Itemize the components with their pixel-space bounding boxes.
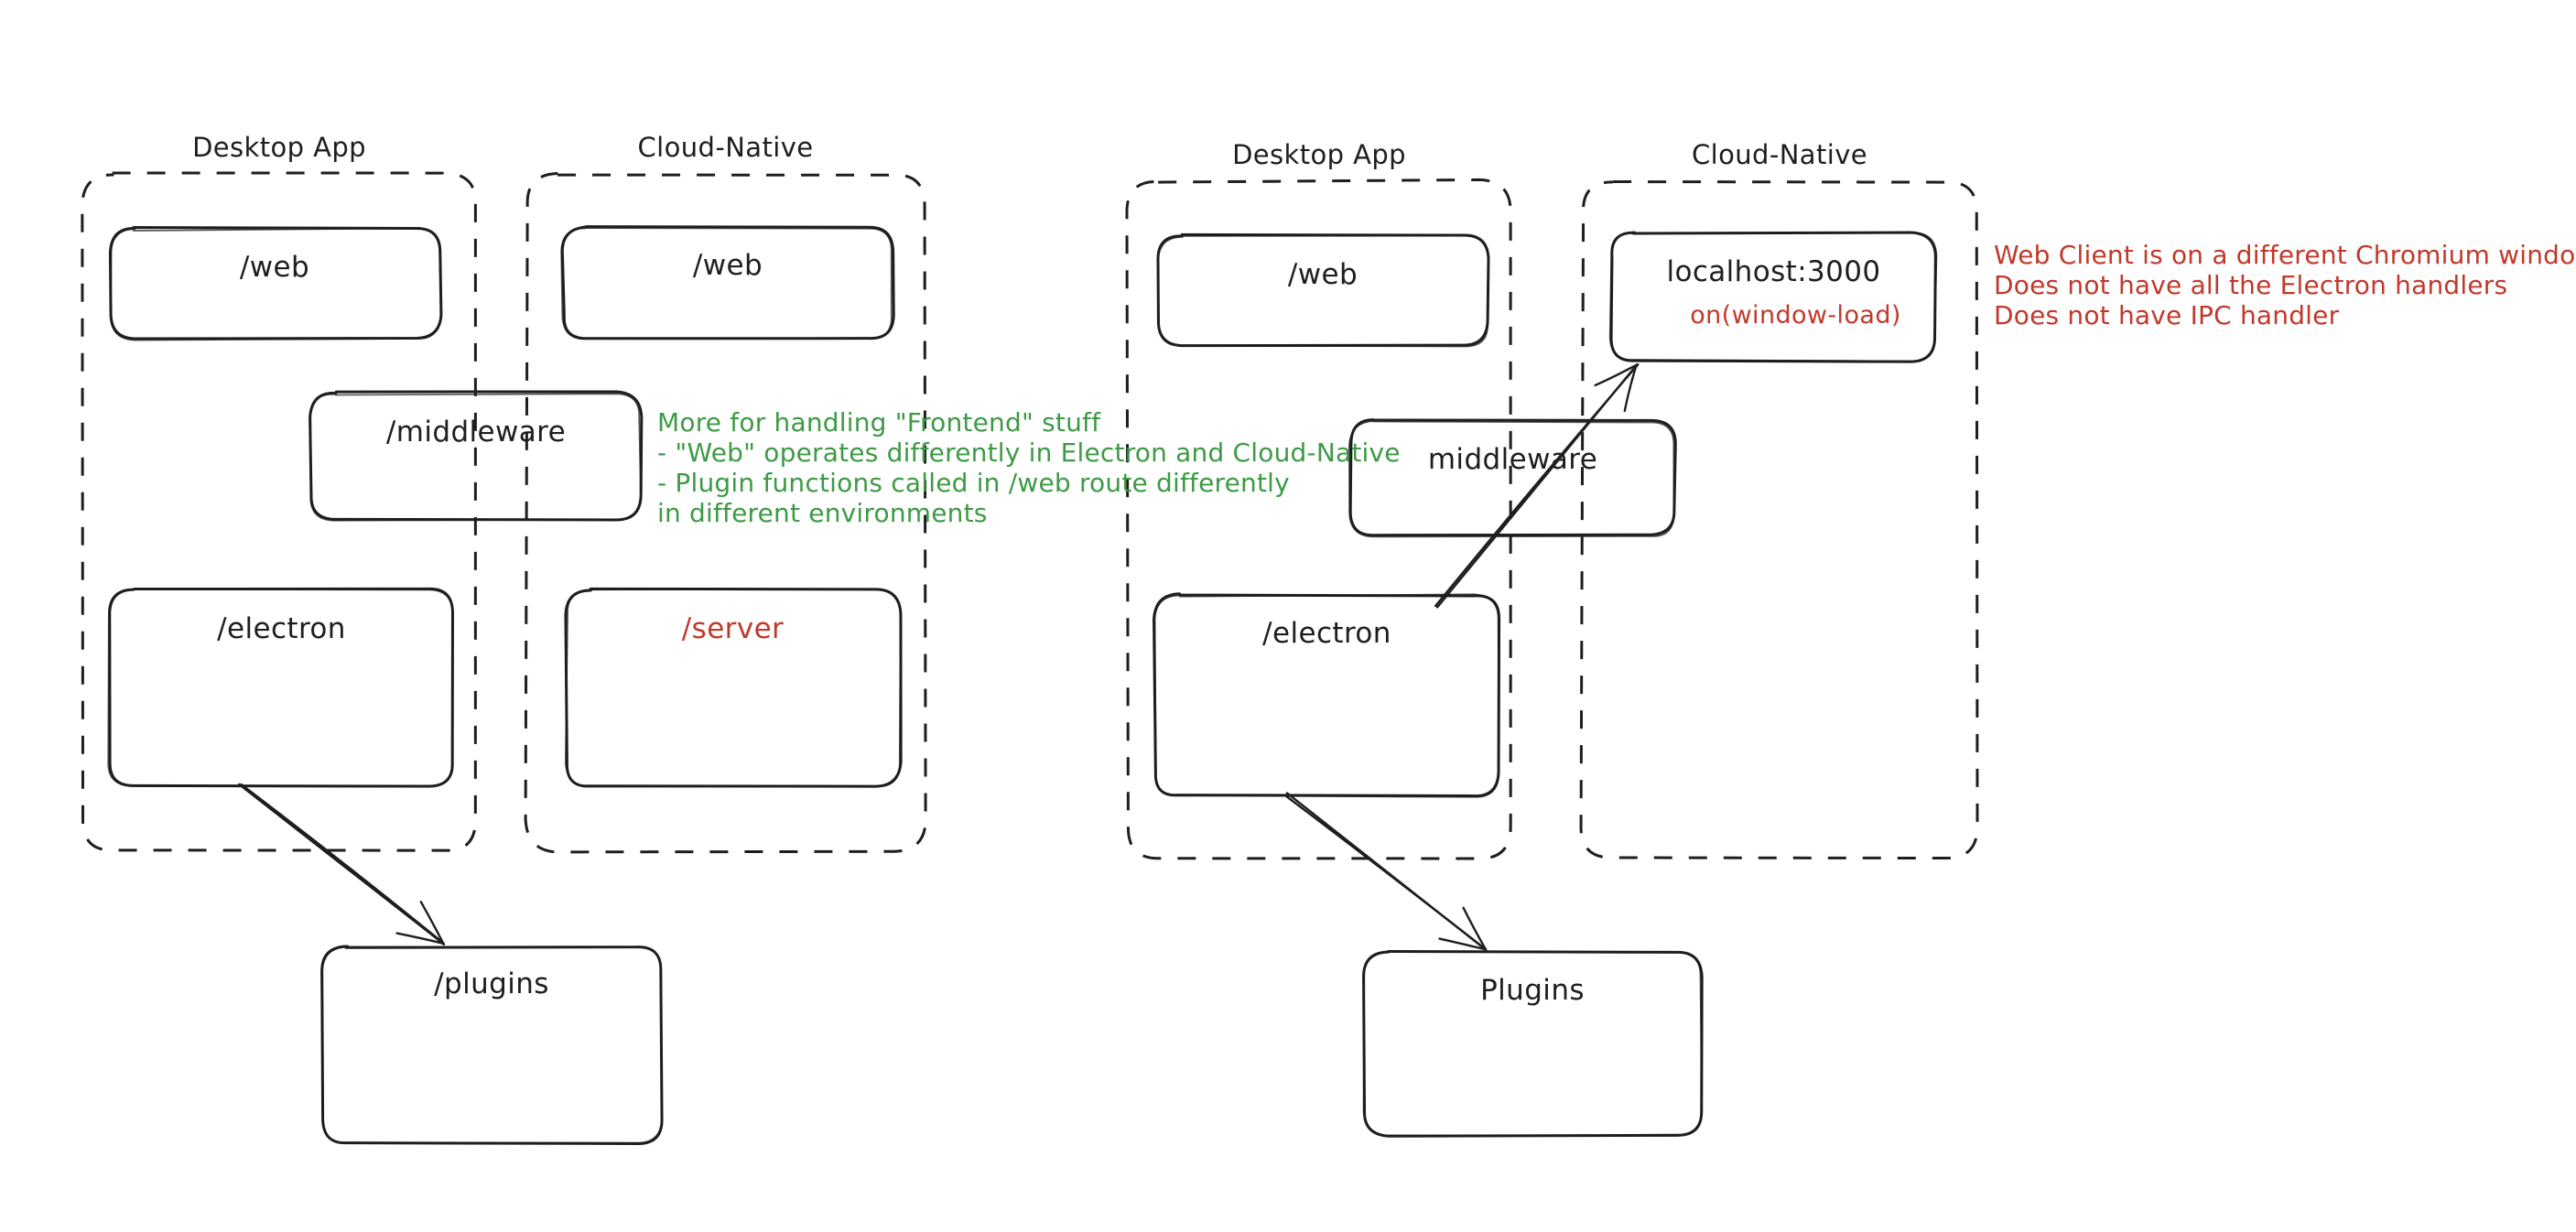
group-outline [81,171,477,852]
node-left-web-cloud[interactable] [560,225,895,340]
node-outline [560,227,893,340]
node-outline [107,588,454,788]
node-outline [1348,420,1675,538]
node-outline [560,225,895,340]
arrow-shaft [1435,364,1638,609]
node-outline [108,587,454,788]
node-outline [108,226,443,340]
node-outline [564,587,903,788]
node-outline [1153,593,1500,798]
arrow-head [1594,363,1639,387]
node-left-plugins[interactable] [320,945,664,1145]
arrow-head [1462,906,1488,951]
node-left-middleware[interactable] [308,390,644,522]
arrow-head [1438,937,1488,951]
node-outline [110,227,442,341]
node-left-electron[interactable] [107,587,454,788]
arrow-left-electron-to-plugins [237,783,446,946]
node-right-localhost[interactable] [1608,231,1938,363]
node-outline [320,945,663,1144]
arrow-shaft [1285,792,1488,951]
group-left-cloud [524,172,927,854]
arrow-right-electron-to-plugins [1283,792,1488,951]
group-right-desktop [1125,178,1512,860]
node-outline [1153,592,1501,798]
group-outline [1125,178,1512,860]
node-right-electron[interactable] [1153,592,1501,798]
group-outline [524,172,927,854]
group-outline [1579,180,1979,860]
node-right-plugins[interactable] [1362,950,1704,1138]
node-outline [1348,418,1677,537]
group-right-cloud [1579,180,1979,860]
node-left-web-desktop[interactable] [108,226,443,341]
node-outline [309,393,642,522]
node-right-web-desktop[interactable] [1156,232,1490,348]
node-outline [1157,234,1489,348]
node-outline [1156,232,1490,348]
arrow-shaft [237,783,445,946]
node-outline [320,945,664,1145]
arrow-right-electron-to-localhost [1434,363,1640,609]
arrow-head [395,932,445,946]
node-outline [1608,231,1938,362]
node-left-server[interactable] [564,587,903,788]
node-outline [1362,950,1704,1138]
node-right-middleware[interactable] [1348,418,1677,538]
node-outline [1362,950,1703,1137]
group-left-desktop [81,171,477,852]
node-outline [1609,231,1937,363]
arrow-head [419,901,446,946]
node-outline [564,588,902,788]
arrow-head [1623,364,1638,413]
